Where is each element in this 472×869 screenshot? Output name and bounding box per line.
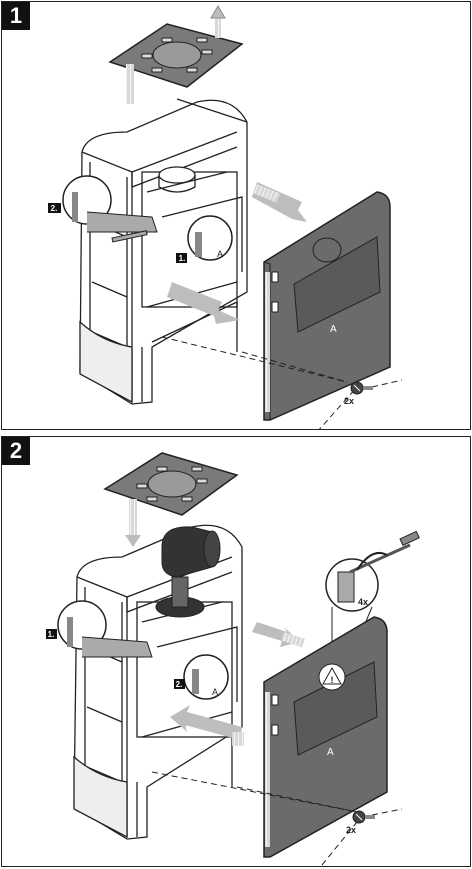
- svg-text:1.: 1.: [48, 630, 55, 639]
- top-grill-plate: [108, 23, 244, 88]
- step-1-illustration: 2. A A 1. A: [48, 5, 403, 429]
- arrow-right-icon: [252, 622, 305, 648]
- part-label: A: [94, 186, 100, 196]
- part-label: A: [212, 687, 218, 697]
- side-panel-a: A: [263, 616, 388, 858]
- saw-icon: [349, 530, 420, 574]
- substep-badge: 1.: [176, 253, 187, 263]
- magnifier-callout-icon: 4x: [325, 558, 379, 668]
- step-2-panel: 2: [1, 436, 471, 867]
- arrow-right-icon: [252, 182, 307, 222]
- magnifier-callout-icon: A: [57, 600, 153, 658]
- arrow-down-icon: [126, 64, 134, 104]
- screw-icon: [352, 810, 375, 824]
- cut-count-label: 4x: [358, 597, 368, 607]
- arrow-up-icon: [210, 5, 226, 38]
- substep-badge: 2.: [174, 679, 185, 689]
- step-number-badge: 2: [2, 437, 30, 465]
- part-label: A: [330, 324, 337, 335]
- side-panel-a: A: [263, 191, 391, 421]
- arrow-right-icon: [170, 705, 244, 746]
- substep-badge: 2.: [48, 203, 61, 213]
- svg-text:2.: 2.: [176, 680, 183, 689]
- substep-badge: 1.: [46, 629, 57, 639]
- arrow-down-icon: [125, 499, 141, 547]
- step-number-badge: 1: [2, 2, 30, 30]
- svg-text:1.: 1.: [179, 254, 186, 263]
- svg-text:2.: 2.: [51, 204, 58, 213]
- arrow-right-icon: [167, 282, 240, 324]
- magnifier-callout-icon: [62, 175, 158, 243]
- warning-icon: !: [318, 663, 346, 691]
- part-label: A: [89, 611, 95, 621]
- screw-icon: [350, 381, 373, 395]
- guide-lines: [151, 771, 403, 866]
- screw-count-label: 2x: [346, 825, 356, 835]
- svg-text:!: !: [331, 675, 334, 685]
- magnifier-callout-icon: A: [187, 215, 233, 261]
- step-2-illustration: A 1. A 2. 4x: [46, 452, 420, 866]
- flue-pipe-elbow: [155, 526, 221, 618]
- top-grill-plate: [103, 452, 239, 516]
- step-1-panel: 1: [1, 1, 471, 430]
- part-label: A: [327, 747, 334, 758]
- magnifier-callout-icon: A: [183, 654, 229, 700]
- part-label: A: [217, 249, 223, 259]
- guide-lines: [161, 336, 403, 429]
- stove-body: [79, 98, 248, 405]
- screw-count-label: 2x: [344, 396, 354, 406]
